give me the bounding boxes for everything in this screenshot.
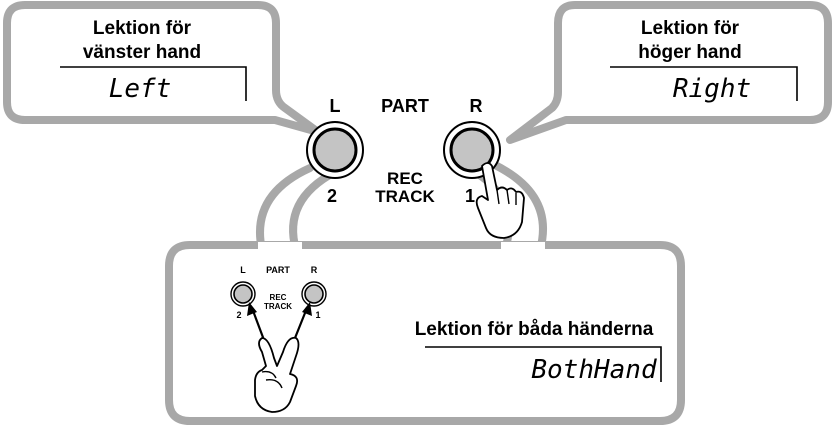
both-lcd-frame bbox=[425, 346, 662, 382]
left-callout-title-line1: Lektion för bbox=[93, 18, 192, 39]
part-label: PART bbox=[381, 96, 429, 116]
right-lcd-display: Right bbox=[673, 74, 751, 104]
two-finger-hand-icon bbox=[247, 302, 312, 413]
rec-label-line1: REC bbox=[387, 169, 423, 188]
pointing-hand-icon bbox=[475, 162, 525, 239]
right-button-label: R bbox=[470, 96, 483, 116]
right-part-button[interactable] bbox=[449, 127, 495, 173]
left-hand-callout: Lektion för vänster hand Left bbox=[3, 1, 322, 136]
part-button-panel: L PART R REC TRACK 2 1 bbox=[306, 96, 525, 239]
right-button-number: 1 bbox=[465, 186, 475, 206]
left-button-label: L bbox=[330, 96, 341, 116]
left-part-button[interactable] bbox=[312, 127, 358, 173]
mini-left-label: L bbox=[240, 265, 246, 275]
mini-right-label: R bbox=[311, 265, 318, 275]
left-lcd-frame bbox=[60, 66, 247, 101]
both-lcd-display: BothHand bbox=[531, 355, 657, 385]
mini-rec-line1: REC bbox=[270, 293, 287, 302]
mini-button-panel: L PART R REC TRACK 2 1 bbox=[230, 265, 327, 413]
right-lcd-frame bbox=[610, 66, 798, 101]
mini-left-button bbox=[233, 284, 253, 304]
mini-right-button bbox=[304, 284, 324, 304]
mini-left-number: 2 bbox=[236, 310, 241, 320]
left-lcd-display: Left bbox=[109, 74, 172, 104]
mini-right-number: 1 bbox=[315, 310, 320, 320]
left-button-number: 2 bbox=[327, 186, 337, 206]
left-callout-title-line2: vänster hand bbox=[83, 42, 201, 63]
right-callout-title-line2: höger hand bbox=[638, 42, 741, 63]
right-hand-callout: Lektion för höger hand Right bbox=[506, 1, 832, 144]
both-hands-callout: L PART R REC TRACK 2 1 Lektion för båda bbox=[165, 241, 685, 425]
both-hands-title: Lektion för båda händerna bbox=[415, 319, 654, 340]
mini-rec-line2: TRACK bbox=[264, 302, 292, 311]
mini-part-label: PART bbox=[266, 265, 290, 275]
rec-label-line2: TRACK bbox=[375, 187, 435, 206]
right-callout-title-line1: Lektion för bbox=[641, 18, 740, 39]
